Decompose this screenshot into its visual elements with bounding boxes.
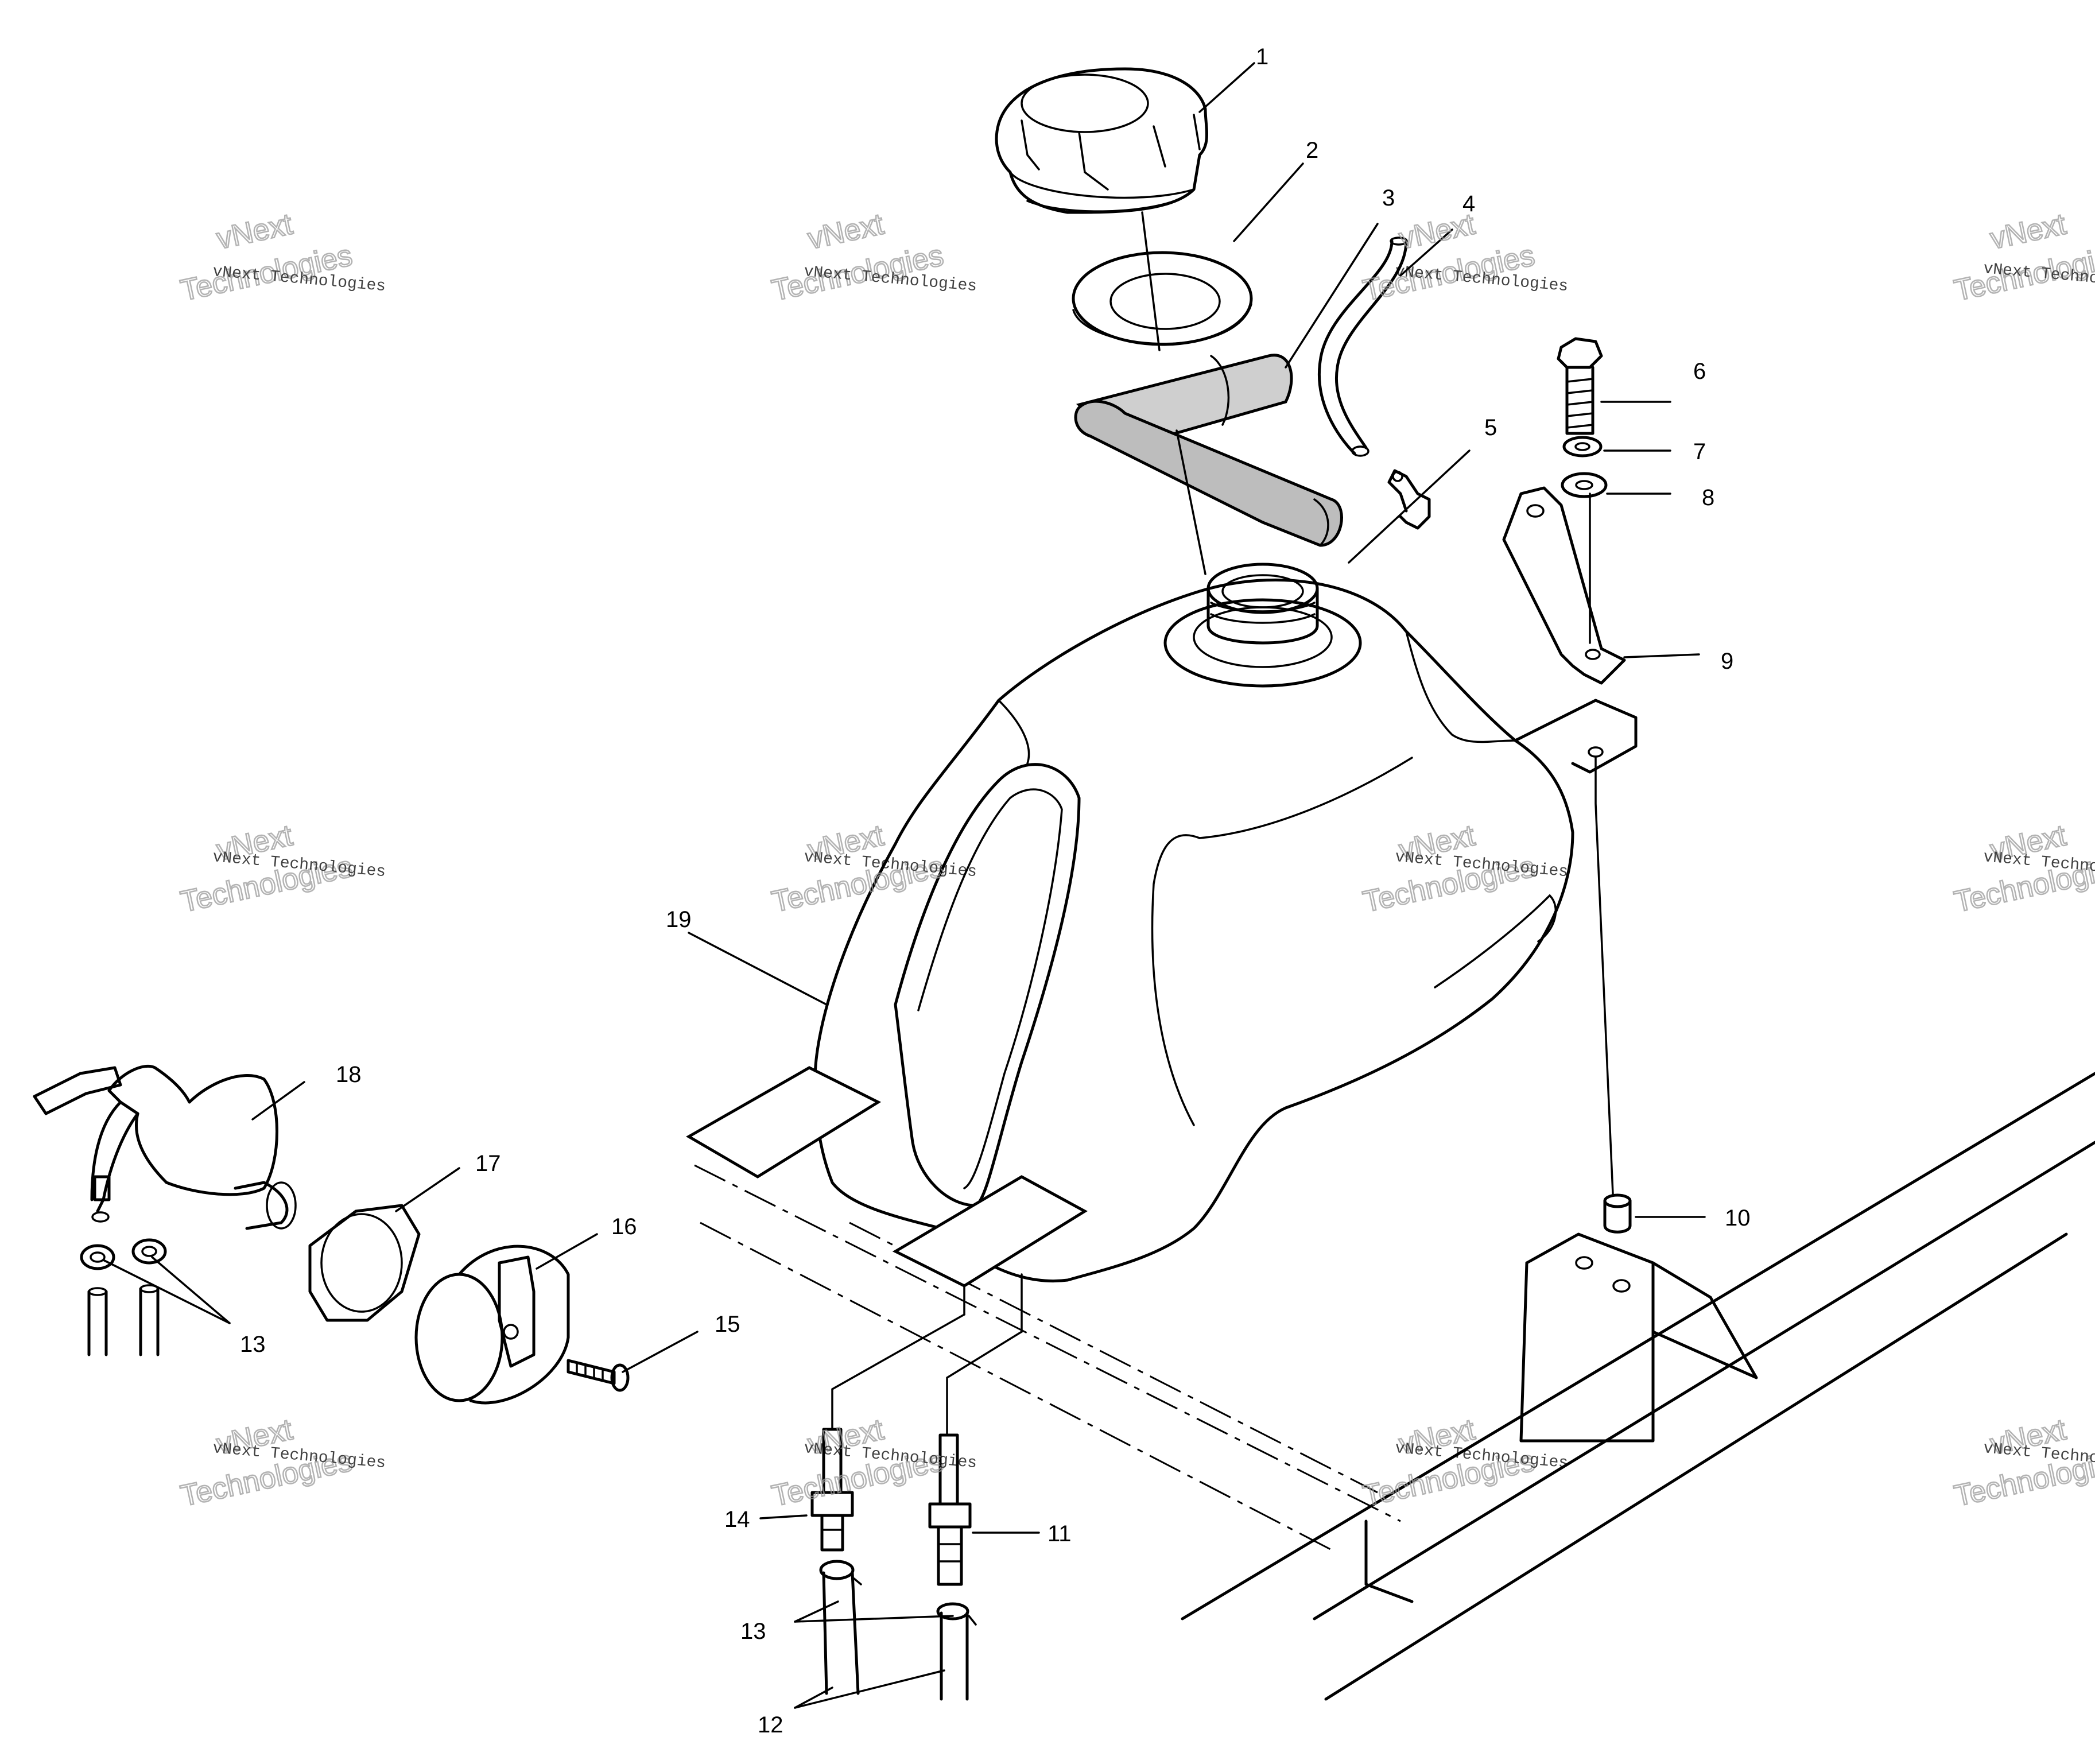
watermark: vNext Technologies (1360, 207, 1538, 308)
callout-10: 10 (1725, 1205, 1751, 1231)
watermark: vNext Technologies (1951, 207, 2095, 308)
spacer-bushing (1603, 1193, 1632, 1234)
frame-outline (694, 1072, 2095, 1701)
svg-text:vNext: vNext (214, 207, 296, 255)
fuel-hoses (819, 1560, 977, 1701)
foam-seal (1074, 354, 1343, 547)
fuel-filter (33, 1064, 297, 1230)
watermark: vNext Technologies (769, 207, 947, 308)
fuel-cap (995, 67, 1208, 214)
callout-16: 16 (611, 1214, 637, 1239)
callout-labels: 1 2 3 4 5 6 7 8 9 10 11 12 13 13 14 15 1… (240, 44, 1751, 1738)
petcock-knob (414, 1245, 570, 1405)
frame-mount-bracket (1519, 1232, 1758, 1443)
callout-14: 14 (724, 1507, 750, 1532)
callout-2: 2 (1306, 138, 1318, 163)
callout-13-left: 13 (240, 1332, 266, 1357)
leader-lines (102, 62, 1706, 1709)
callout-12: 12 (758, 1712, 783, 1738)
callout-19: 19 (666, 907, 692, 932)
tank-bracket (1502, 486, 1626, 685)
callout-11: 11 (1048, 1521, 1072, 1546)
callout-15: 15 (715, 1312, 740, 1337)
svg-text:vNext: vNext (805, 207, 887, 255)
watermark: vNext Technologies (177, 207, 356, 308)
cap-gasket (1072, 251, 1253, 346)
hose-clamps-left (80, 1238, 167, 1356)
fuel-fitting-11 (928, 1433, 972, 1586)
callout-5: 5 (1484, 415, 1497, 440)
svg-text:vNext: vNext (1396, 207, 1478, 255)
mounting-bolt (1557, 337, 1603, 435)
tank-pads (686, 1066, 1088, 1333)
fuel-tank (813, 563, 1638, 1282)
callout-17: 17 (475, 1151, 501, 1176)
lock-washer (1562, 436, 1603, 458)
callout-18: 18 (336, 1062, 362, 1087)
jam-nut (308, 1204, 421, 1322)
svg-text:vNext: vNext (1987, 207, 2069, 255)
callout-9: 9 (1721, 649, 1733, 674)
callout-3: 3 (1382, 185, 1395, 211)
callout-13-bottom: 13 (740, 1619, 766, 1644)
callout-8: 8 (1702, 485, 1714, 510)
knob-screw (567, 1359, 630, 1392)
flat-washer (1561, 472, 1608, 498)
callout-6: 6 (1693, 359, 1706, 384)
vent-hose (1318, 237, 1408, 457)
callout-4: 4 (1462, 191, 1475, 216)
vent-fitting (1387, 469, 1431, 530)
callout-1: 1 (1256, 44, 1268, 69)
alignment-lines (831, 211, 1614, 1436)
callout-7: 7 (1693, 439, 1706, 464)
